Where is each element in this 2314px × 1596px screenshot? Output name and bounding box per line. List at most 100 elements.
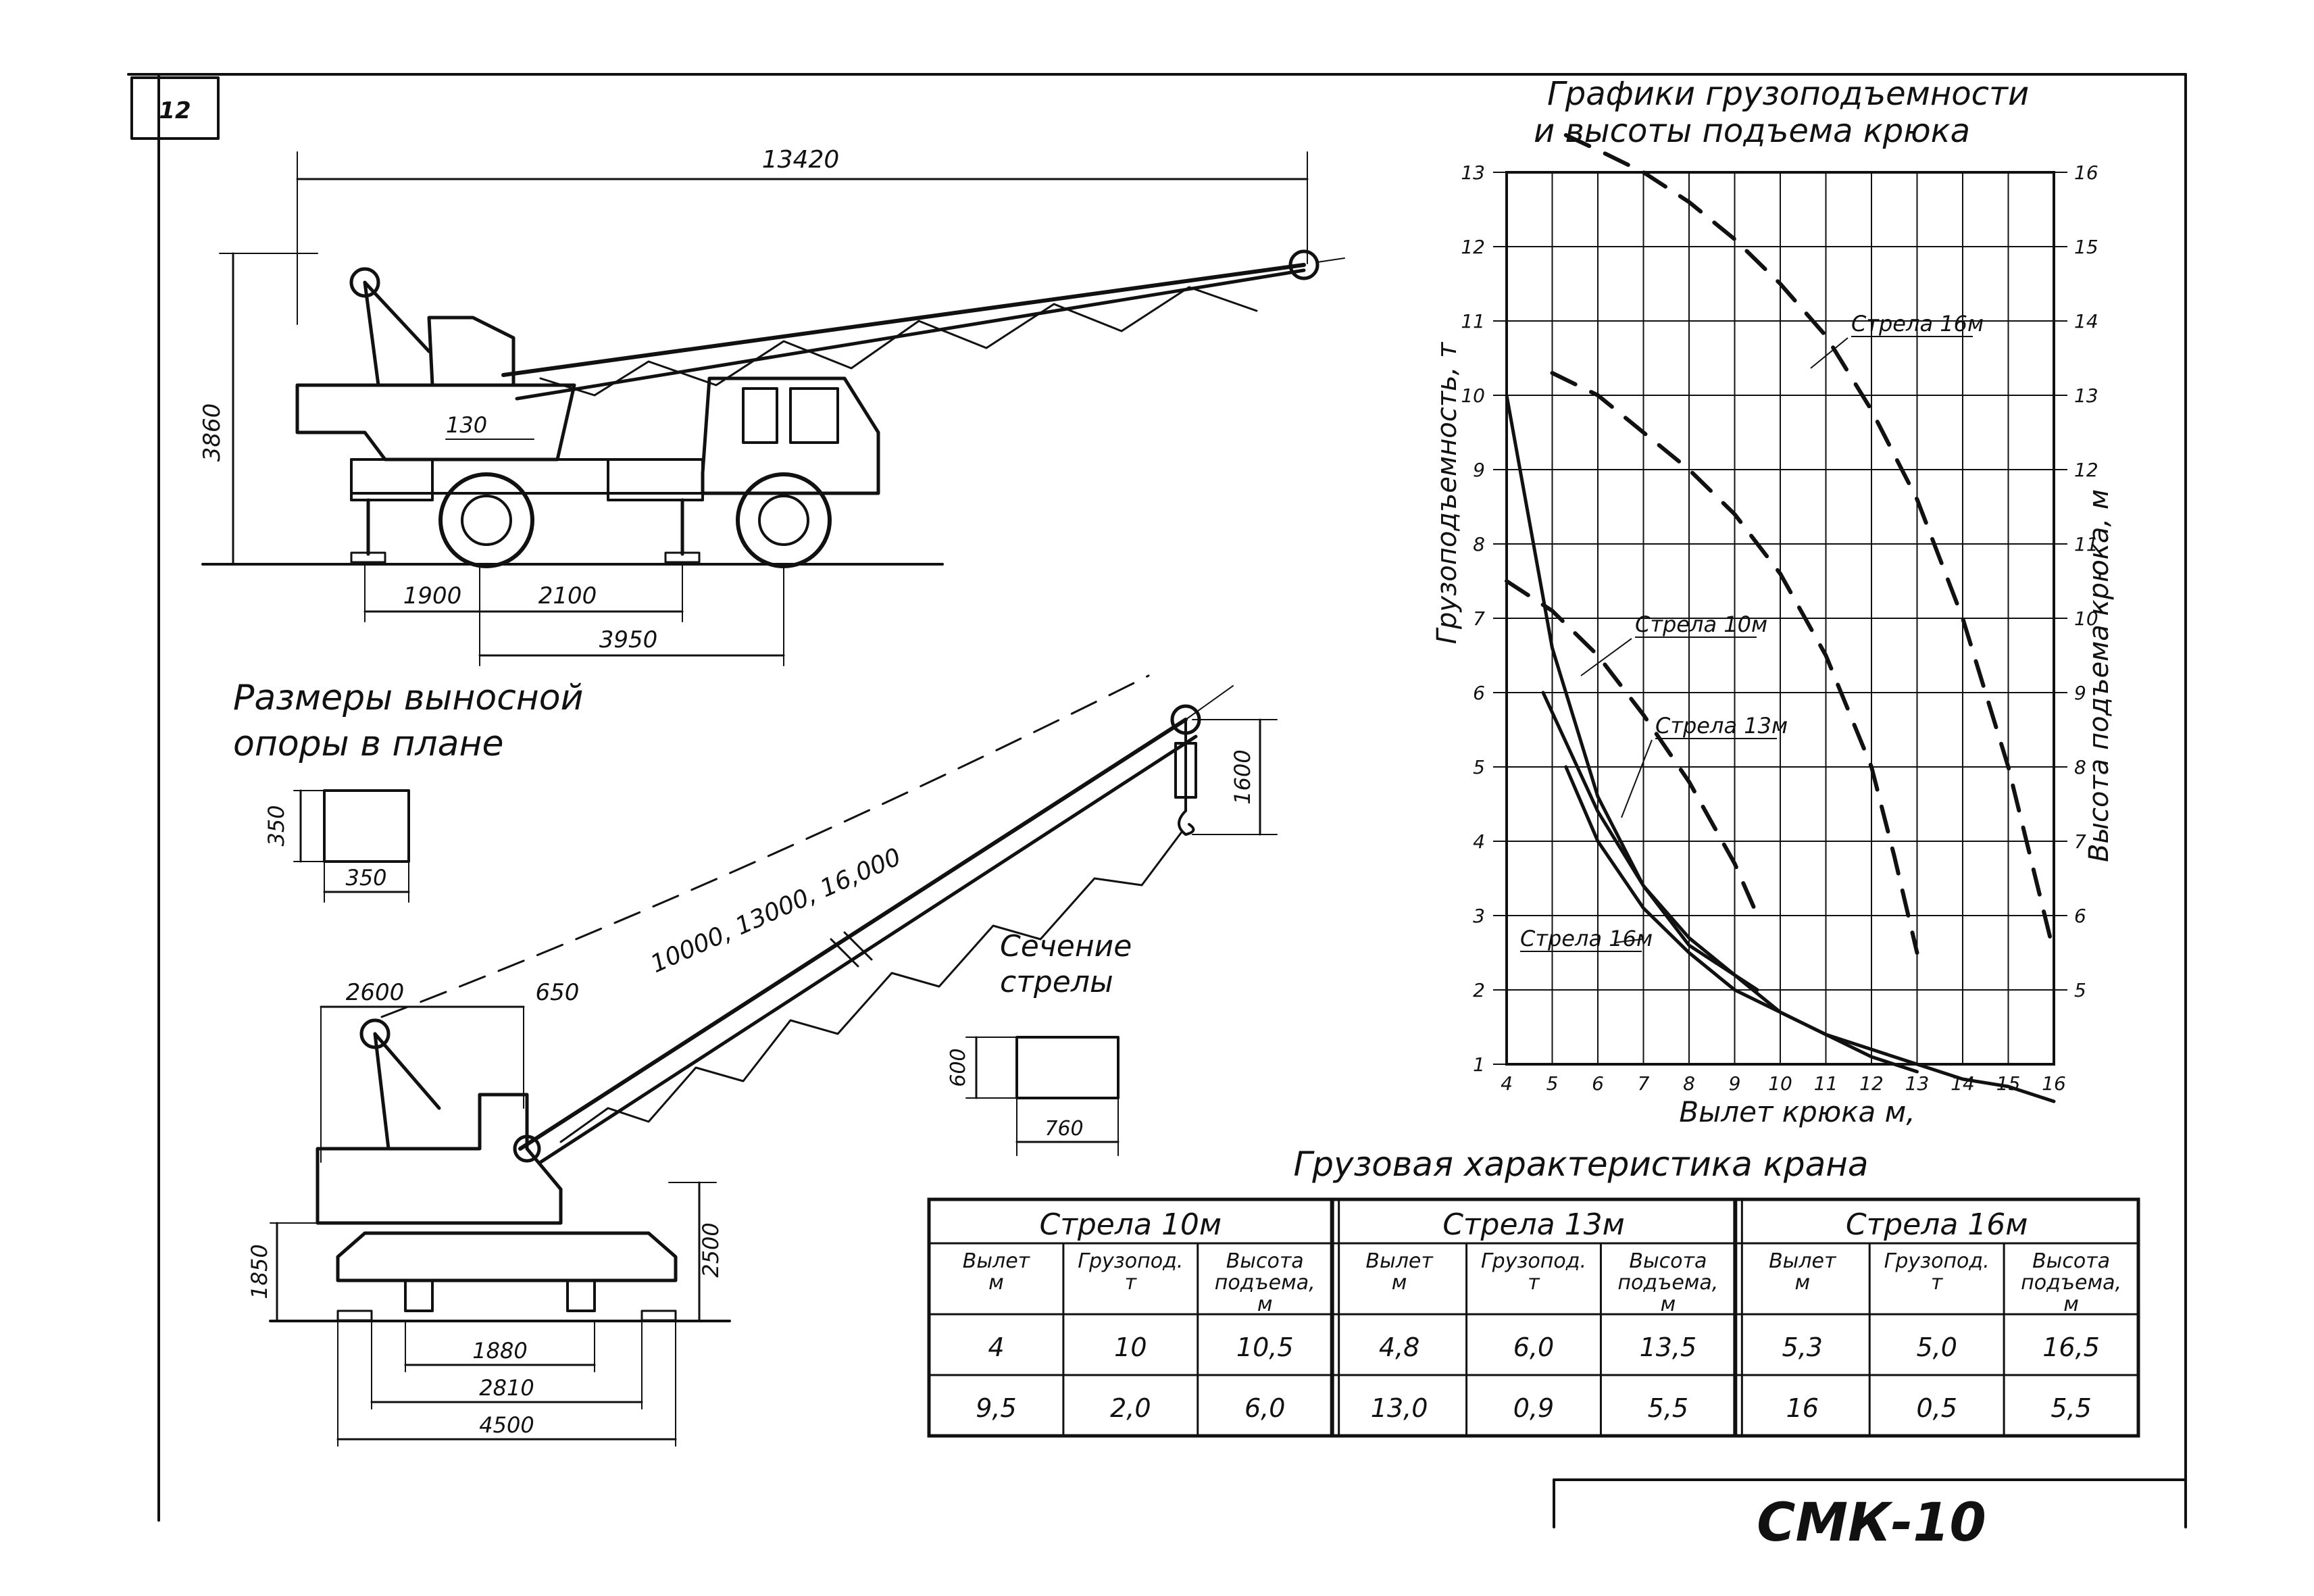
- series-capacity: [1564, 765, 2056, 1103]
- section-width: 760: [1045, 1117, 1083, 1141]
- series-height: [1563, 133, 2056, 955]
- dim-overall-length: 13420: [762, 146, 840, 174]
- table-cell: 6,0: [1513, 1332, 1554, 1362]
- x-tick-label: 5: [1546, 1072, 1559, 1095]
- y-tick-label: 8: [1473, 533, 1485, 555]
- load-table-title: Грузовая характеристика крана: [1293, 1145, 1868, 1184]
- boom-section-title-2: стрелы: [1000, 965, 1113, 999]
- table-cell: 5,5: [1648, 1393, 1688, 1423]
- y-tick-label: 5: [1473, 756, 1485, 778]
- y2-tick-label: 6: [2074, 905, 2086, 927]
- table-cell: 16,5: [2042, 1332, 2100, 1362]
- boom-length-label: 10000, 13000, 16,000: [647, 843, 905, 978]
- dim-track-4500: 4500: [479, 1412, 534, 1438]
- dim-track-1880: 1880: [472, 1338, 527, 1364]
- annotation-label: Стрела 16м: [1520, 926, 1653, 951]
- annotation-leader: [1580, 638, 1632, 676]
- outrigger-pad-drawing: [293, 789, 410, 903]
- outrigger-pad-title-2: опоры в плане: [233, 724, 504, 764]
- annotation-label: Стрела 16м: [1851, 311, 1984, 336]
- dim-2600: 2600: [346, 979, 405, 1006]
- dim-outrigger-2: 2100: [538, 582, 597, 609]
- table-cell: 13,5: [1640, 1332, 1697, 1362]
- table-subheader: м: [1392, 1271, 1407, 1295]
- annotation-leader: [1810, 337, 1848, 369]
- table-group-header: Стрела 10м: [1040, 1207, 1222, 1242]
- y2-tick-label: 14: [2074, 310, 2098, 332]
- y2-tick-label: 11: [2074, 533, 2098, 555]
- table-border: [927, 1197, 2140, 1438]
- series-height: [1550, 371, 1919, 955]
- table-cell: 5,3: [1782, 1332, 1823, 1362]
- y-tick-label: 7: [1473, 607, 1485, 630]
- sheet-frame: [127, 73, 2187, 1528]
- chart-ylabel: Грузоподъемность, т: [1432, 341, 1463, 644]
- table-cell: 0,9: [1513, 1393, 1554, 1423]
- boom-section-title-1: Сечение: [1000, 929, 1132, 964]
- x-tick-label: 9: [1729, 1072, 1741, 1095]
- y-tick-label: 12: [1461, 236, 1485, 258]
- x-tick-label: 12: [1859, 1072, 1884, 1095]
- working-view: [269, 674, 1278, 1447]
- table-subheader: Грузопод.: [1481, 1249, 1586, 1273]
- table-cell: 5,0: [1916, 1332, 1957, 1362]
- table-subheader: м: [1794, 1271, 1810, 1295]
- y2-tick-label: 16: [2074, 161, 2098, 184]
- table-group-header: Стрела 13м: [1442, 1207, 1625, 1242]
- table-subheader: подъема,: [1215, 1271, 1315, 1295]
- dim-height-2500: 2500: [698, 1222, 724, 1277]
- table-subheader: Вылет: [963, 1249, 1031, 1273]
- x-tick-label: 7: [1638, 1072, 1650, 1095]
- chart-title-2: и высоты подъема крюка: [1534, 112, 1970, 150]
- dim-offset: 130: [446, 412, 487, 438]
- annotation-label: Стрела 10м: [1635, 612, 1767, 637]
- y-tick-label: 11: [1461, 310, 1485, 332]
- table-subheader: т: [1931, 1271, 1944, 1295]
- y-tick-label: 1: [1473, 1053, 1485, 1076]
- table-subheader: т: [1125, 1271, 1138, 1295]
- annotation-leader: [1621, 739, 1653, 818]
- table-subheader: Грузопод.: [1884, 1249, 1990, 1273]
- chart-y2label: Высота подъема крюка, м: [2084, 489, 2115, 862]
- table-subheader: м: [2063, 1293, 2079, 1316]
- table-subheader: Вылет: [1365, 1249, 1434, 1273]
- table-group-header: Стрела 16м: [1846, 1207, 2028, 1242]
- y-tick-label: 13: [1461, 161, 1485, 184]
- y-tick-label: 10: [1461, 384, 1485, 407]
- x-tick-label: 13: [1905, 1072, 1930, 1095]
- annotation-label: Стрела 13м: [1655, 713, 1788, 739]
- table-subheader: подъема,: [1617, 1271, 1718, 1295]
- y2-tick-label: 12: [2074, 459, 2098, 481]
- y2-tick-label: 5: [2074, 979, 2086, 1001]
- y2-tick-label: 9: [2074, 682, 2086, 704]
- pad-side-b: 350: [345, 865, 386, 891]
- y2-tick-label: 7: [2074, 830, 2086, 853]
- chart-xlabel: Вылет крюка м,: [1679, 1095, 1915, 1128]
- y2-tick-label: 10: [2074, 607, 2098, 630]
- table-cell: 5,5: [2051, 1393, 2091, 1423]
- x-tick-label: 11: [1814, 1072, 1838, 1095]
- annotation-leader: [1614, 939, 1642, 943]
- table-cell: 4,8: [1379, 1332, 1419, 1362]
- chart-title-1: Графики грузоподъемности: [1547, 75, 2029, 113]
- table-subheader: Высота: [1629, 1249, 1707, 1273]
- side-view: [201, 151, 1345, 666]
- table-subheader: м: [988, 1271, 1004, 1295]
- table-cell: 13,0: [1371, 1393, 1428, 1423]
- y-tick-label: 9: [1473, 459, 1485, 481]
- model-code: СМК-10: [1757, 1493, 1986, 1553]
- table-cell: 2,0: [1110, 1393, 1151, 1423]
- dim-650: 650: [536, 979, 580, 1006]
- y2-tick-label: 15: [2074, 236, 2098, 258]
- table-subheader: т: [1528, 1271, 1540, 1295]
- boom-section-drawing: [965, 1036, 1120, 1156]
- table-subheader: м: [1257, 1293, 1273, 1316]
- pad-side-a: 350: [263, 805, 289, 846]
- outrigger-pad-title-1: Размеры выносной: [233, 678, 583, 718]
- dim-height: 3860: [199, 403, 226, 462]
- series-height: [1505, 579, 1760, 918]
- table-subheader: Грузопод.: [1078, 1249, 1183, 1273]
